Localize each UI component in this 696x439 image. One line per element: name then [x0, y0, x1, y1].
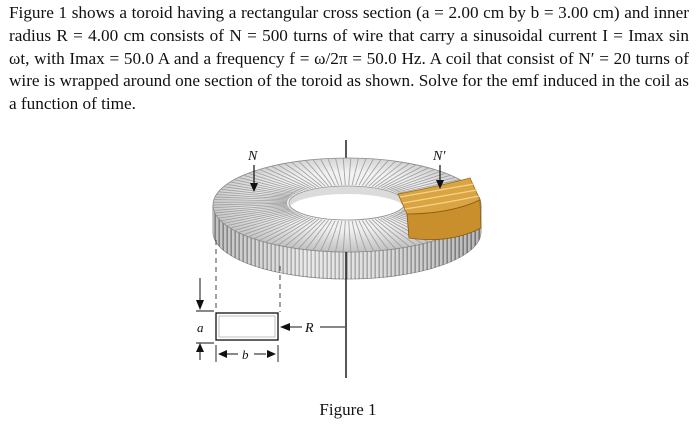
- cross-section: [216, 313, 278, 340]
- label-R: R: [304, 321, 314, 336]
- label-N-prime: N′: [432, 149, 446, 164]
- figure-caption: Figure 1: [0, 400, 696, 420]
- label-N: N: [247, 149, 258, 164]
- label-a: a: [197, 320, 204, 335]
- dimension-a: [196, 278, 214, 360]
- label-b: b: [242, 347, 249, 362]
